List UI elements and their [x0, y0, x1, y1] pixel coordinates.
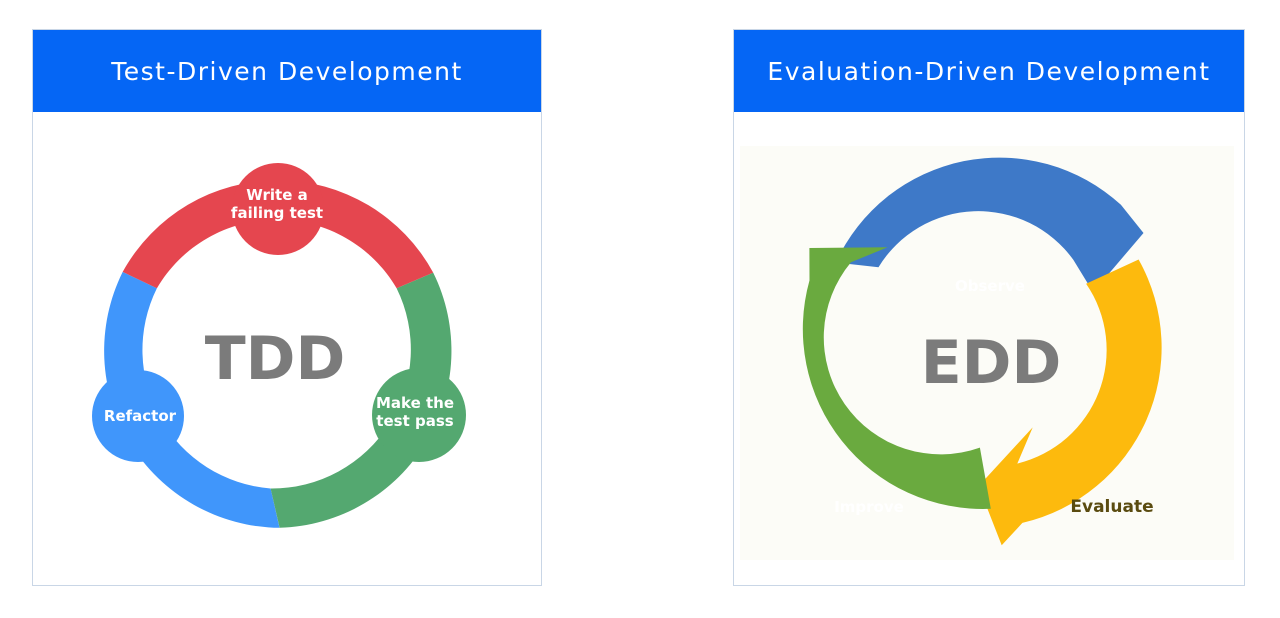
tdd-refactor-node [92, 370, 184, 462]
tdd-refactor-arc [104, 271, 280, 528]
tdd-panel-title: Test-Driven Development [33, 30, 541, 112]
edd-evaluate-label: Evaluate [1070, 497, 1153, 517]
edd-diagram: Observe Evaluate Improve EDD [734, 112, 1244, 585]
tdd-diagram: Write a failing test Make the test pass … [33, 112, 541, 585]
edd-evaluate-arrow [978, 259, 1162, 546]
tdd-write-node [232, 163, 324, 255]
tdd-pass-label-2: test pass [376, 412, 453, 430]
edd-observe-arrow [835, 157, 1144, 293]
tdd-cycle-diagram: Write a failing test Make the test pass … [92, 163, 466, 528]
tdd-write-label-1: Write a [246, 186, 308, 204]
tdd-pass-label-1: Make the [376, 394, 454, 412]
edd-panel: Evaluation-Driven Development Observe Ev… [733, 29, 1245, 586]
tdd-write-arc [122, 180, 434, 289]
edd-panel-title: Evaluation-Driven Development [734, 30, 1244, 112]
tdd-pass-node [372, 368, 466, 462]
edd-observe-label: Observe [955, 277, 1025, 295]
edd-improve-arrow [802, 247, 991, 509]
tdd-pass-arc [270, 272, 452, 528]
tdd-center-label: TDD [205, 324, 346, 394]
tdd-refactor-label: Refactor [104, 407, 177, 425]
edd-cycle-diagram: Observe Evaluate Improve EDD [802, 157, 1162, 546]
edd-center-label: EDD [921, 328, 1062, 398]
tdd-write-label-2: failing test [231, 204, 323, 222]
tdd-panel: Test-Driven Development Write a failing … [32, 29, 542, 586]
edd-improve-label: Improve [834, 498, 904, 516]
